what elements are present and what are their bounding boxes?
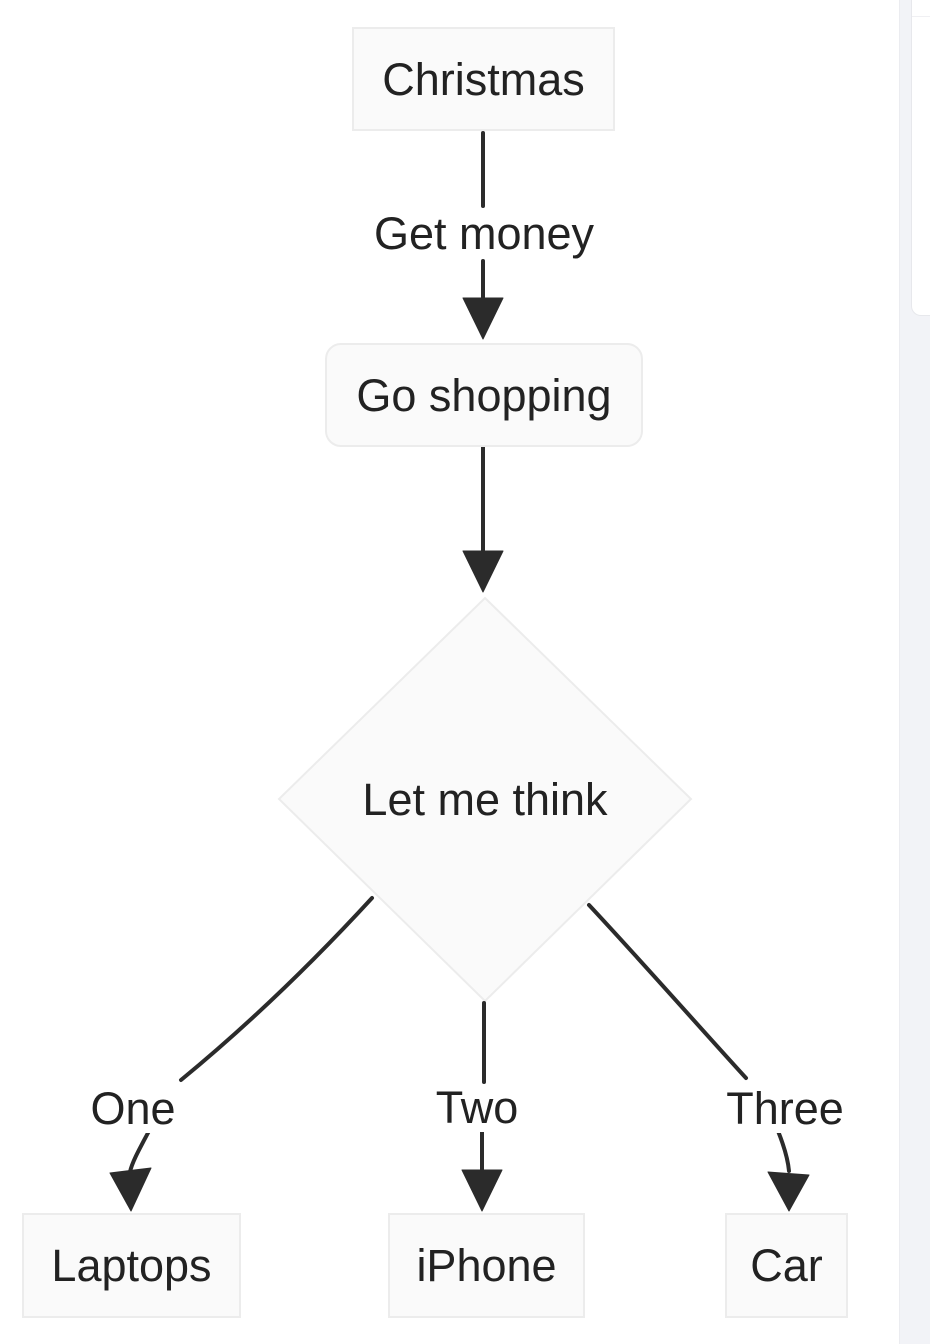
decision-diamond [277, 596, 693, 1003]
edge-label-one-text: One [90, 1083, 176, 1134]
node-go-shopping: Go shopping [325, 343, 643, 447]
node-laptops-label: Laptops [51, 1240, 212, 1291]
edge-think-one [179, 896, 374, 1082]
edge-label-two-text: Two [435, 1082, 519, 1133]
node-christmas: Christmas [352, 27, 615, 131]
node-christmas-label: Christmas [382, 53, 585, 105]
node-car: Car [725, 1213, 848, 1318]
edge-label-get-money: Get money [364, 208, 604, 259]
side-panel-card-edge [911, 0, 930, 316]
arrowhead-go-shopping [462, 297, 504, 340]
edge-label-one: One [83, 1083, 183, 1134]
edge-label-two: Two [427, 1082, 527, 1133]
edge-think-three [587, 903, 748, 1080]
edge-one-laptops [128, 1129, 151, 1174]
node-car-label: Car [750, 1240, 823, 1291]
arrowhead-iphone [461, 1169, 503, 1212]
edge-label-three: Three [715, 1083, 855, 1134]
node-iphone: iPhone [388, 1213, 585, 1318]
node-iphone-label: iPhone [416, 1240, 557, 1291]
edge-label-three-text: Three [726, 1083, 844, 1134]
node-let-me-think: Let me think [335, 772, 635, 828]
arrowhead-think [462, 550, 504, 593]
arrowhead-laptops [109, 1167, 152, 1212]
node-let-me-think-label: Let me think [362, 774, 608, 825]
side-panel-rail [899, 0, 930, 1344]
node-go-shopping-label: Go shopping [356, 369, 612, 421]
side-panel-card-divider [912, 16, 930, 17]
edge-label-get-money-text: Get money [373, 208, 595, 259]
node-laptops: Laptops [22, 1213, 241, 1318]
edge-three-car [776, 1129, 791, 1173]
arrowhead-car [767, 1171, 810, 1212]
